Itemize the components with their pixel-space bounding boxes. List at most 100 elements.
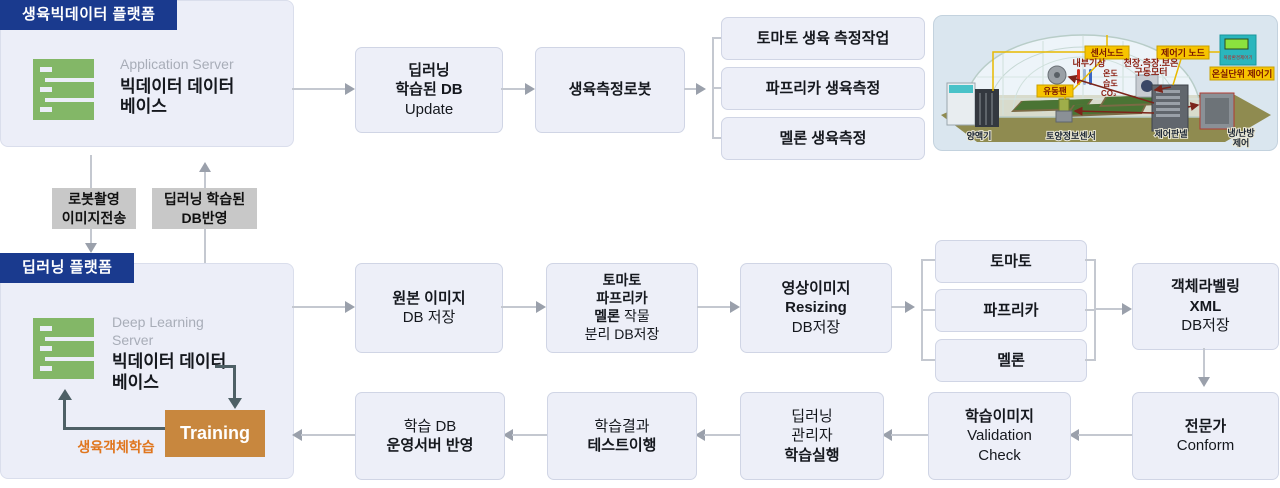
taskbox-tomato: 토마토 생육 측정작업	[721, 17, 925, 60]
flowbox-line: 분리 DB저장	[584, 325, 660, 342]
arrow-right-icon	[905, 301, 915, 313]
controller-node-chip: 제어기 노드	[1156, 45, 1210, 60]
connector-line	[501, 306, 537, 308]
flowbox-line: 멜론 생육측정	[779, 129, 867, 147]
connector-line	[292, 88, 346, 90]
humidity-label: 습도	[1103, 78, 1118, 88]
chip-line: 로봇촬영	[68, 191, 120, 208]
cropbox-melon: 멜론	[935, 339, 1087, 382]
connector-line	[704, 434, 740, 436]
flowbox-test-run: 학습결과 테스트이행	[547, 392, 697, 480]
training-note: 생육객체학습	[77, 439, 155, 455]
connector-line	[204, 229, 206, 263]
bracket-line	[1085, 359, 1094, 361]
nutrient-label: 양액기	[967, 130, 992, 141]
flowbox-line: 학습 DB	[403, 417, 457, 435]
chip-robot-upload: 로봇촬영 이미지전송	[52, 188, 136, 229]
flowbox-deploy: 학습 DB 운영서버 반영	[355, 392, 505, 480]
unit-controller-chip: 온실단위 제어기	[1209, 66, 1275, 81]
co2-label: CO₂	[1101, 89, 1117, 98]
arrow-left-icon	[292, 429, 302, 441]
flowbox-line: Validation	[967, 427, 1032, 445]
arrow-down-icon	[85, 243, 97, 253]
flowbox-line: 학습된 DB	[395, 81, 463, 99]
flowbox-xml-labeling: 객체라벨링 XML DB저장	[1132, 263, 1279, 350]
server-rack-icon	[33, 318, 94, 384]
unit-controller-label: 온실단위 제어기	[1212, 68, 1272, 79]
temp-label: 온도	[1103, 69, 1118, 78]
arrow-right-icon	[345, 301, 355, 313]
flowbox-resizing: 영상이미지 Resizing DB저장	[740, 263, 892, 353]
flowbox-line: 생육측정로봇	[568, 81, 652, 99]
training-loop-line	[215, 365, 236, 368]
flowbox-expert-conform: 전문가 Conform	[1132, 392, 1279, 480]
arrow-right-icon	[696, 83, 706, 95]
connector-line	[292, 306, 346, 308]
connector-line	[684, 88, 697, 90]
flowbox-line: 토마토 생육 측정작업	[756, 29, 890, 47]
connector-line	[90, 229, 92, 243]
flowbox-line: 운영서버 반영	[386, 437, 474, 454]
connector-line	[1203, 348, 1205, 377]
connector-line	[90, 155, 92, 188]
flowbox-line: Update	[404, 100, 454, 118]
hvac-label-1: 냉/난방	[1227, 127, 1255, 138]
flowbox-line: XML	[1189, 297, 1222, 315]
arrow-right-icon	[345, 83, 355, 95]
deep-learning-platform-badge: 딥러닝 플랫폼	[0, 253, 135, 283]
arrow-left-icon	[882, 429, 892, 441]
taskbox-melon: 멜론 생육측정	[721, 117, 925, 160]
cropbox-tomato: 토마토	[935, 240, 1087, 283]
training-box: Training	[165, 410, 265, 457]
bracket-line	[921, 359, 935, 361]
flowbox-line: DB저장	[791, 318, 841, 336]
chip-line: 딥러닝 학습된	[163, 191, 246, 208]
flowbox-db-update: 딥러닝 학습된 DB Update	[355, 47, 503, 133]
arrow-left-icon	[503, 429, 513, 441]
arrow-left-icon	[695, 429, 705, 441]
sensor-node-chip: 센서노드	[1084, 45, 1130, 60]
flowbox-line: 학습이미지	[964, 407, 1034, 425]
flowbox-line: Conform	[1176, 437, 1235, 454]
arrow-right-icon	[730, 301, 740, 313]
bracket-line	[1094, 259, 1096, 361]
flowbox-validation-check: 학습이미지 Validation Check	[928, 392, 1071, 480]
fan-label: 유동팬	[1043, 86, 1067, 96]
flowbox-line: 파프리카	[983, 301, 1039, 319]
training-loop-line	[63, 400, 66, 430]
device-label: 복합환경제어기	[1224, 54, 1253, 61]
controller-node-label: 제어기 노드	[1161, 47, 1206, 58]
arrow-left-icon	[1069, 429, 1079, 441]
growth-bigdata-platform-badge: 생육빅데이터 플랫폼	[0, 0, 178, 30]
flowbox-line: 토마토	[602, 272, 642, 289]
cropbox-paprika: 파프리카	[935, 289, 1087, 332]
control-panel-label: 제어판넬	[1154, 128, 1187, 139]
arrow-up-icon	[58, 389, 72, 400]
arrow-right-icon	[525, 83, 535, 95]
training-loop-line	[233, 365, 236, 400]
connector-line	[301, 434, 355, 436]
hvac-label-2: 제어	[1233, 137, 1250, 148]
dl-server-labels: Deep Learning Server 빅데이터 데이터베이스	[112, 314, 252, 393]
flowbox-line-part: 작물	[624, 308, 650, 324]
flowbox-line: 테스트이행	[587, 437, 657, 454]
chip-db-apply: 딥러닝 학습된 DB반영	[152, 188, 257, 229]
flowbox-line: 관리자	[791, 427, 833, 445]
server-type-label: Deep Learning Server	[112, 314, 204, 348]
bracket-line	[921, 259, 935, 261]
flowbox-line: 영상이미지	[781, 279, 851, 297]
connector-line	[1094, 308, 1123, 310]
flowbox-robot: 생육측정로봇	[535, 47, 685, 133]
connector-line	[891, 306, 906, 308]
flowbox-line: 파프리카	[596, 290, 648, 307]
flowbox-line: 딥러닝	[408, 61, 450, 79]
flowbox-original-image: 원본 이미지 DB 저장	[355, 263, 503, 353]
flowbox-line: 학습실행	[784, 446, 840, 464]
connector-line	[204, 172, 206, 188]
taskbox-paprika: 파프리카 생육측정	[721, 67, 925, 110]
arrow-down-icon	[228, 398, 242, 409]
flowbox-line-part: 멜론	[594, 308, 620, 324]
